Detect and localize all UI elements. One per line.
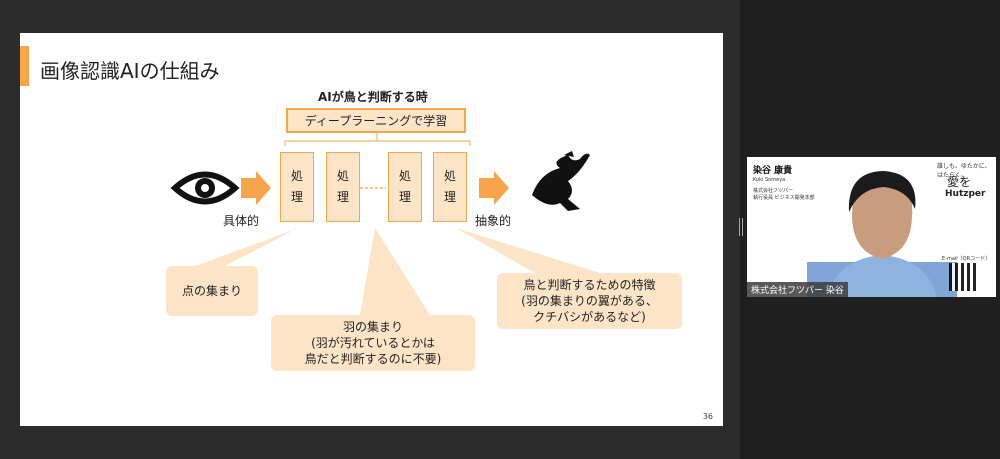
eagle-icon (532, 151, 590, 211)
callout-tail-3 (456, 228, 600, 273)
arrow-right-icon (241, 171, 271, 205)
presentation-slide: 画像認識AIの仕組み 36 AIが鳥と判断する時 ディープラーニングで学習 処 … (20, 33, 723, 426)
callout-tail-2 (360, 228, 430, 315)
presenter-romaji: Koki Someya (753, 177, 786, 183)
callout-bubble-points: 点の集まり (166, 266, 258, 316)
job-title: 執行役員 ビジネス開発本部 (753, 195, 815, 201)
callout-line: (羽が汚れているとかは (311, 336, 435, 350)
process-label-bottom: 理 (443, 190, 456, 204)
slide-title: 画像認識AIの仕組み (40, 59, 220, 83)
process-box-3: 処 理 (388, 152, 422, 222)
page-number: 36 (702, 412, 713, 421)
callout-line: 鳥と判断するための特徴 (523, 278, 656, 292)
process-label-top: 処 (336, 169, 349, 183)
arrow-right-icon (479, 171, 509, 205)
callout-bubble-features: 鳥と判断するための特徴 (羽の集まりの翼がある、 クチバシがあるなど) (497, 273, 682, 329)
callout-line: 点の集まり (181, 284, 242, 298)
callout-line: 羽の集まり (342, 320, 403, 334)
abstract-label: 抽象的 (475, 214, 512, 228)
process-box-4: 処 理 (433, 152, 467, 222)
callout-line: クチバシがあるなど) (533, 310, 646, 324)
process-label-bottom: 理 (336, 190, 349, 204)
qr-code-icon (949, 263, 977, 291)
slogan: 誰しも、ゆたかに、はたらく。 (937, 163, 991, 179)
title-accent-bar (20, 46, 29, 86)
process-label-bottom: 理 (398, 190, 411, 204)
process-box-1: 処 理 (280, 152, 314, 222)
callout-tail-1 (195, 229, 296, 266)
logo-mark: 愛を (947, 175, 972, 189)
process-label-top: 処 (290, 169, 303, 183)
participant-caption: 株式会社フツパー 染谷 (747, 282, 848, 297)
company-logo: Hutzper (945, 189, 986, 199)
process-box-2: 処 理 (326, 152, 360, 222)
bracket (284, 133, 471, 146)
email-label: E-mail（QRコード） (942, 256, 991, 262)
presenter-name: 染谷 康貴 (753, 166, 793, 176)
concrete-label: 具体的 (223, 214, 260, 228)
deep-learning-box: ディープラーニングで学習 (286, 108, 466, 133)
callout-line: (羽の集まりの翼がある、 (521, 294, 658, 308)
participant-video[interactable]: 染谷 康貴 Koki Someya 株式会社フツパー 執行役員 ビジネス開発本部… (747, 157, 996, 297)
eye-icon (170, 171, 240, 205)
callout-bubble-feathers: 羽の集まり (羽が汚れているとかは 鳥だと判断するのに不要) (271, 315, 475, 371)
diagram-caption: AIが鳥と判断する時 (318, 90, 428, 104)
diagram-graphics (170, 133, 600, 315)
company-name: 株式会社フツパー (753, 188, 794, 194)
process-label-top: 処 (443, 169, 456, 183)
callout-line: 鳥だと判断するのに不要) (304, 352, 442, 366)
process-label-bottom: 理 (290, 190, 303, 204)
presenter-figure (807, 171, 957, 297)
process-label-top: 処 (398, 169, 411, 183)
panel-resize-handle[interactable] (739, 218, 743, 236)
